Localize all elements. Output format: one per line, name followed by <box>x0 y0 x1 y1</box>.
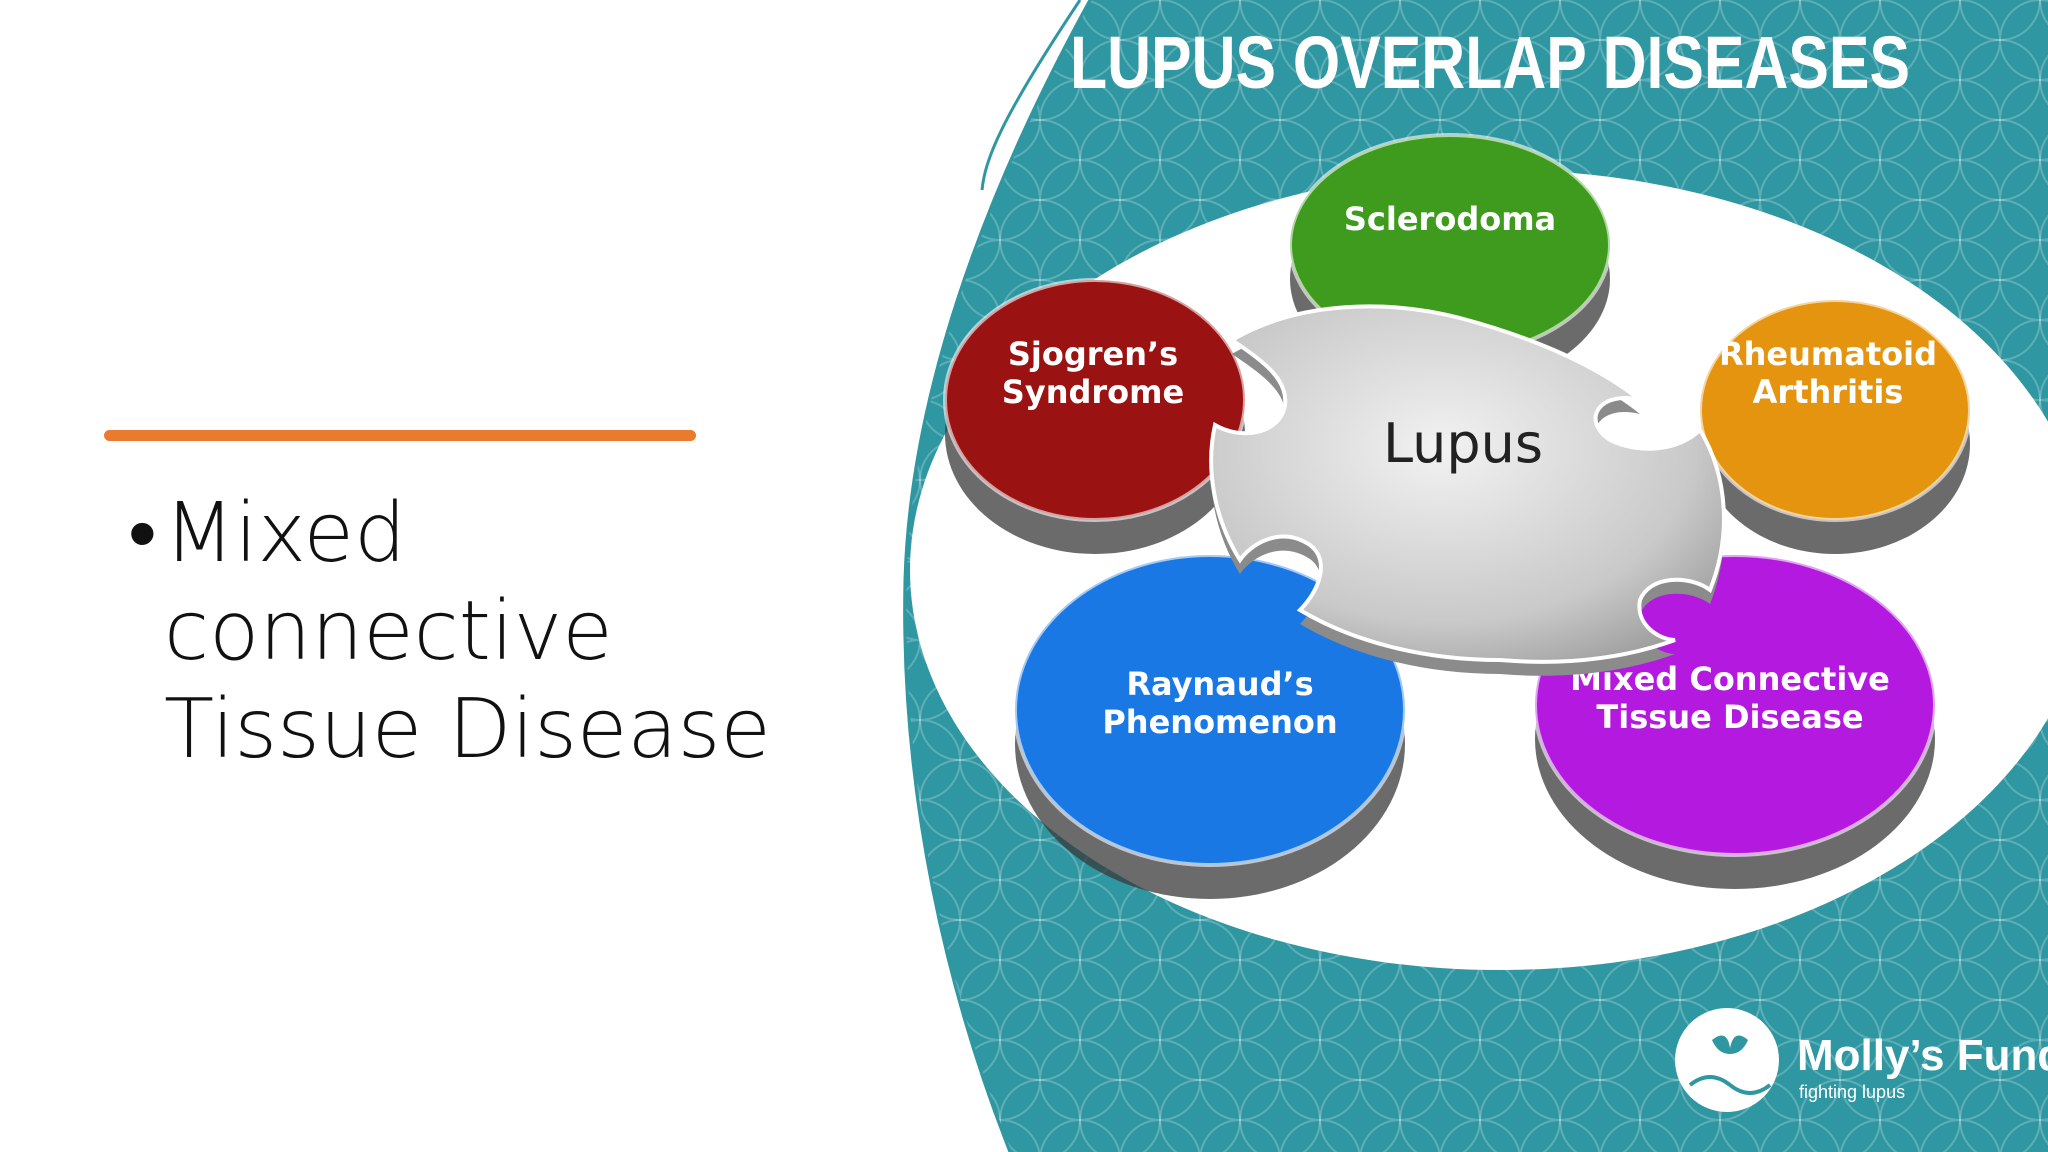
image-title: LUPUS OVERLAP DISEASES <box>1070 21 1910 104</box>
logo-butterfly-icon <box>1675 1008 1779 1112</box>
center-piece: Lupus <box>1209 304 1726 676</box>
bullet-item: • Mixed connective Tissue Disease <box>128 485 828 779</box>
center-label: Lupus <box>1383 412 1543 475</box>
bullet-text: Mixed connective Tissue Disease <box>164 486 771 777</box>
edge-arc-small <box>980 0 1082 191</box>
text-panel: • Mixed connective Tissue Disease <box>0 0 1000 1152</box>
logo: Molly’s Fund fighting lupus <box>1675 1008 2048 1112</box>
edge-arc <box>903 0 1092 1152</box>
bullet-dot: • <box>128 486 157 581</box>
logo-tagline: fighting lupus <box>1799 1082 1905 1102</box>
logo-name: Molly’s Fund <box>1797 1031 2048 1080</box>
sclerodoma-label: Sclerodoma <box>1344 200 1556 238</box>
accent-line <box>104 430 696 441</box>
